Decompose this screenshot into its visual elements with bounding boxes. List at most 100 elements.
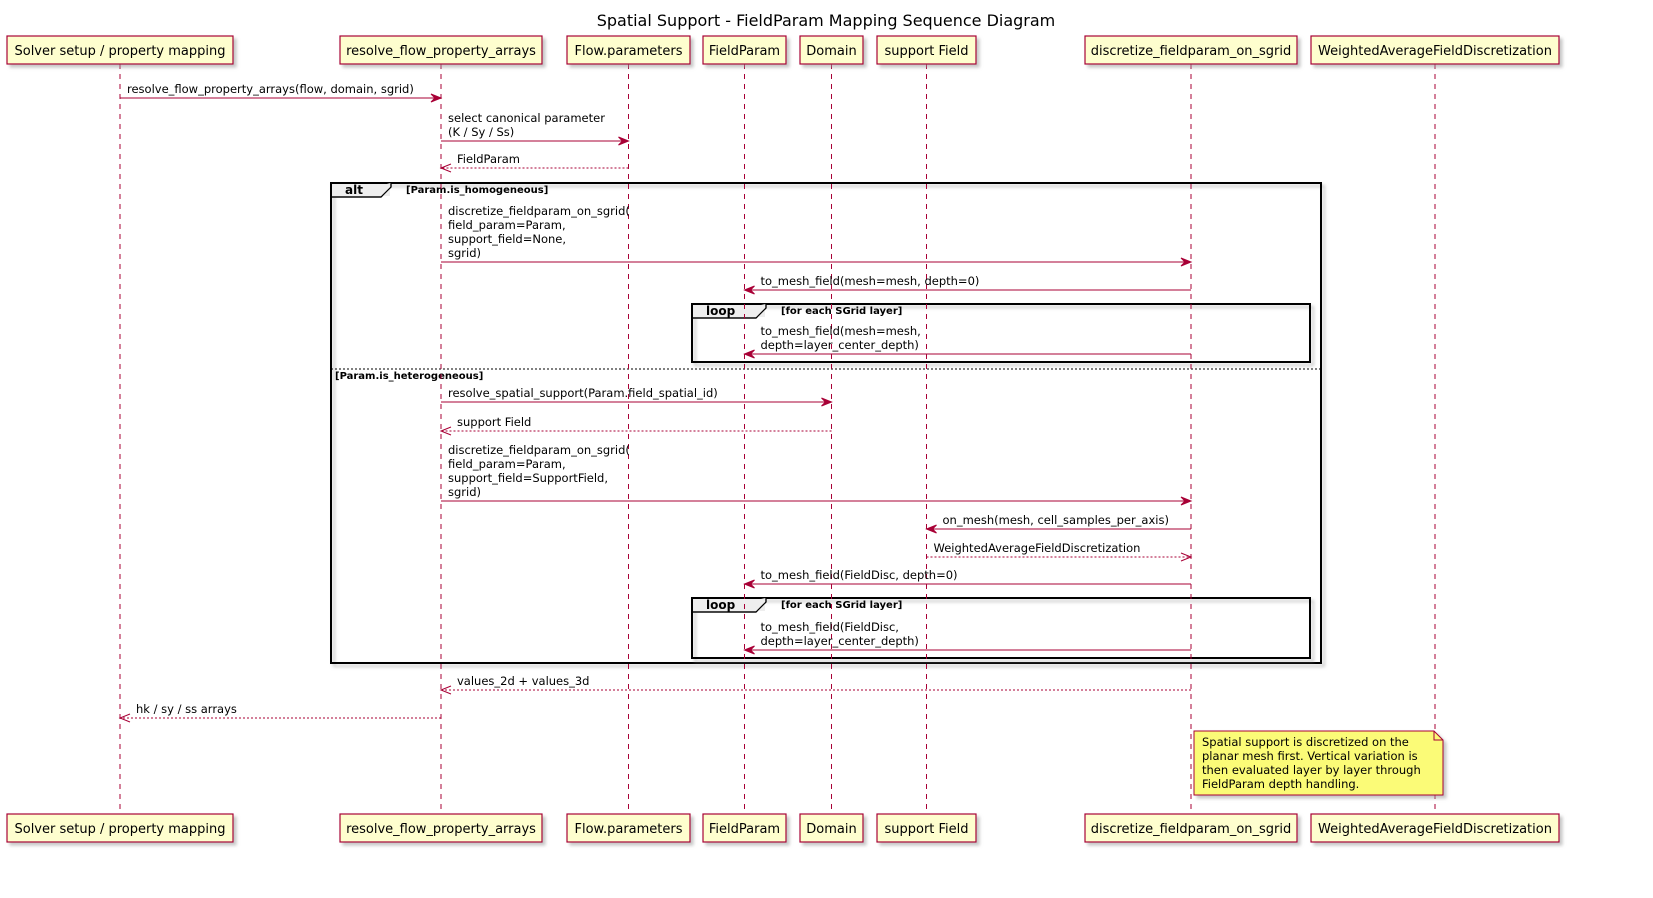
- message-label: depth=layer_center_depth): [761, 338, 919, 352]
- participant-label: resolve_flow_property_arrays: [346, 44, 536, 59]
- diagram-title: Spatial Support - FieldParam Mapping Seq…: [597, 11, 1056, 30]
- message-label: (K / Sy / Ss): [448, 125, 514, 139]
- participant-label: Solver setup / property mapping: [14, 44, 225, 59]
- message-arrowhead: [118, 713, 131, 723]
- message-arrowhead: [618, 136, 630, 146]
- participant-label: discretize_fieldparam_on_sgrid: [1091, 44, 1292, 59]
- message-label: to_mesh_field(mesh=mesh,: [761, 324, 921, 338]
- participant-label: Domain: [806, 44, 856, 59]
- alt-fragment: alt [Param.is_homogeneous] [Param.is_heter…: [330, 182, 1322, 664]
- participant-fieldparam-bottom: FieldParam: [702, 813, 787, 843]
- participant-label: Flow.parameters: [574, 822, 682, 837]
- message-14: values_2d + values_3d: [439, 674, 1191, 695]
- message-arrowhead: [925, 524, 937, 534]
- message-arrowhead: [743, 579, 755, 589]
- note-line: planar mesh first. Vertical variation is: [1202, 749, 1418, 763]
- participant-discretize-bottom: discretize_fieldparam_on_sgrid: [1084, 813, 1298, 843]
- message-10: on_mesh(mesh, cell_samples_per_axis): [925, 513, 1191, 534]
- participant-solver-bottom: Solver setup / property mapping: [6, 813, 234, 843]
- fragment-keyword: loop: [706, 598, 736, 612]
- participant-fieldparam-top: FieldParam: [702, 35, 787, 65]
- message-arrowhead: [1180, 496, 1193, 506]
- participant-solver-top: Solver setup / property mapping: [6, 35, 234, 65]
- message-label: resolve_flow_property_arrays(flow, domai…: [127, 82, 414, 96]
- message-layer: resolve_flow_property_arrays(flow, domai…: [118, 82, 1193, 723]
- message-label: to_mesh_field(FieldDisc, depth=0): [761, 568, 958, 582]
- message-label: FieldParam: [457, 152, 520, 166]
- fragment-layer: alt [Param.is_homogeneous] [Param.is_heter…: [330, 182, 1322, 664]
- message-5: to_mesh_field(mesh=mesh, depth=0): [743, 274, 1191, 295]
- message-7: resolve_spatial_support(Param.field_spat…: [441, 386, 833, 407]
- message-11: WeightedAverageFieldDiscretization: [926, 541, 1193, 562]
- participant-label: WeightedAverageFieldDiscretization: [1318, 822, 1552, 837]
- participant-domain-top: Domain: [799, 35, 864, 65]
- message-label: support Field: [457, 415, 531, 429]
- message-13: to_mesh_field(FieldDisc,depth=layer_cent…: [743, 620, 1191, 655]
- message-label: discretize_fieldparam_on_sgrid(: [448, 204, 630, 218]
- message-label: support_field=None,: [448, 232, 566, 246]
- message-label: depth=layer_center_depth): [761, 634, 919, 648]
- message-label: sgrid): [448, 246, 481, 260]
- message-arrowhead: [743, 645, 755, 655]
- participant-domain-bottom: Domain: [799, 813, 864, 843]
- loop-fragment-heterogeneous: loop [for each SGrid layer]: [691, 597, 1311, 659]
- message-arrowhead: [743, 285, 755, 295]
- message-arrowhead: [439, 163, 452, 173]
- message-arrowhead: [430, 93, 443, 103]
- participant-label: resolve_flow_property_arrays: [346, 822, 536, 837]
- note-line: then evaluated layer by layer through: [1202, 763, 1421, 777]
- message-label: sgrid): [448, 485, 481, 499]
- participant-label: FieldParam: [709, 44, 780, 59]
- participant-resolve-bottom: resolve_flow_property_arrays: [339, 813, 543, 843]
- message-9: discretize_fieldparam_on_sgrid(field_par…: [441, 443, 1193, 506]
- participant-resolve-top: resolve_flow_property_arrays: [339, 35, 543, 65]
- message-arrowhead: [743, 349, 755, 359]
- message-label: to_mesh_field(mesh=mesh, depth=0): [761, 274, 980, 288]
- note: Spatial support is discretized on thepla…: [1193, 730, 1444, 796]
- message-3: FieldParam: [439, 152, 629, 173]
- message-15: hk / sy / ss arrays: [118, 702, 441, 723]
- participant-flow-bottom: Flow.parameters: [566, 813, 691, 843]
- message-1: resolve_flow_property_arrays(flow, domai…: [120, 82, 443, 103]
- message-label: discretize_fieldparam_on_sgrid(: [448, 443, 630, 457]
- loop-fragment-homogeneous: loop[for each SGrid layer]: [691, 303, 1311, 363]
- message-label: to_mesh_field(FieldDisc,: [761, 620, 899, 634]
- participant-label: support Field: [884, 822, 968, 837]
- message-label: select canonical parameter: [448, 111, 605, 125]
- participant-weighted-bottom: WeightedAverageFieldDiscretization: [1310, 813, 1560, 843]
- message-label: resolve_spatial_support(Param.field_spat…: [448, 386, 718, 400]
- participant-support-bottom: support Field: [876, 813, 977, 843]
- message-arrowhead: [821, 397, 833, 407]
- fragment-keyword: alt: [345, 183, 363, 197]
- message-8: support Field: [439, 415, 832, 436]
- message-6: to_mesh_field(mesh=mesh,depth=layer_cent…: [743, 324, 1191, 359]
- participant-discretize-top: discretize_fieldparam_on_sgrid: [1084, 35, 1298, 65]
- message-label: WeightedAverageFieldDiscretization: [934, 541, 1141, 555]
- participant-label: discretize_fieldparam_on_sgrid: [1091, 822, 1292, 837]
- participant-label: WeightedAverageFieldDiscretization: [1318, 44, 1552, 59]
- message-4: discretize_fieldparam_on_sgrid(field_par…: [441, 204, 1193, 267]
- participant-weighted-top: WeightedAverageFieldDiscretization: [1310, 35, 1560, 65]
- fragment-condition: [Param.is_homogeneous]: [406, 185, 548, 196]
- participant-label: Flow.parameters: [574, 44, 682, 59]
- message-label: on_mesh(mesh, cell_samples_per_axis): [943, 513, 1169, 527]
- message-arrowhead: [1180, 257, 1193, 267]
- fragment-keyword: loop: [706, 304, 736, 318]
- participant-label: Solver setup / property mapping: [14, 822, 225, 837]
- lifeline-layer: [119, 64, 1436, 814]
- else-condition: [Param.is_heterogeneous]: [335, 371, 483, 382]
- note-line: Spatial support is discretized on the: [1202, 735, 1409, 749]
- participant-flow-top: Flow.parameters: [566, 35, 691, 65]
- participant-label: FieldParam: [709, 822, 780, 837]
- message-label: field_param=Param,: [448, 457, 566, 471]
- message-2: select canonical parameter(K / Sy / Ss): [441, 111, 630, 146]
- message-label: hk / sy / ss arrays: [136, 702, 237, 716]
- message-arrowhead: [1180, 552, 1193, 562]
- note-body: [1193, 730, 1444, 796]
- participant-label: Domain: [806, 822, 856, 837]
- fragment-condition: [for each SGrid layer]: [781, 600, 902, 611]
- message-arrowhead: [439, 426, 452, 436]
- message-label: field_param=Param,: [448, 218, 566, 232]
